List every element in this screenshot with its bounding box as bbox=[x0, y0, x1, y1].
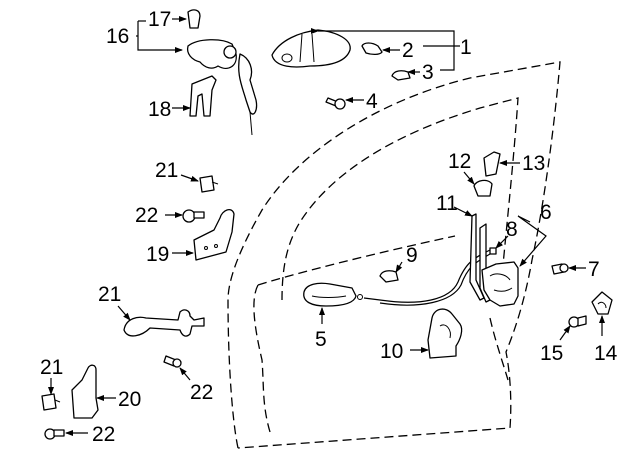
callout-label-5: 5 bbox=[315, 328, 327, 351]
callout-label-7: 7 bbox=[588, 258, 600, 281]
callout-9: 9 bbox=[395, 244, 418, 273]
lock-knob-part bbox=[483, 151, 501, 177]
callout-12: 12 bbox=[448, 150, 475, 185]
callout-label-20: 20 bbox=[118, 388, 141, 411]
lock-screw-part bbox=[551, 263, 569, 275]
handle-bolt-part bbox=[325, 97, 346, 110]
callout-label-22b: 22 bbox=[92, 423, 115, 446]
callout-6: 6 bbox=[517, 201, 552, 267]
callout-label-6: 6 bbox=[540, 201, 552, 224]
lower-hinge-part bbox=[71, 364, 99, 419]
callout-label-4: 4 bbox=[366, 90, 378, 113]
callout-13: 13 bbox=[499, 152, 545, 175]
handle-pad-part bbox=[391, 70, 411, 81]
callout-label-15: 15 bbox=[540, 342, 563, 365]
callout-21b: 21 bbox=[40, 356, 63, 395]
hinge-nut-lower-part bbox=[44, 428, 65, 440]
callout-label-18: 18 bbox=[148, 98, 171, 121]
callout-5: 5 bbox=[315, 307, 327, 351]
callout-1: 1 bbox=[311, 28, 472, 71]
callout-8: 8 bbox=[495, 218, 518, 249]
callout-15: 15 bbox=[540, 325, 571, 365]
callout-4: 4 bbox=[345, 90, 378, 113]
hinge-bolt-upper-part bbox=[199, 175, 219, 193]
cable-clip-part bbox=[489, 247, 497, 255]
lock-cover-part bbox=[427, 308, 463, 359]
handle-cap-part bbox=[361, 42, 383, 56]
callout-21a: 21 bbox=[155, 159, 199, 182]
callout-17: 17 bbox=[148, 8, 187, 31]
callout-20: 20 bbox=[96, 388, 141, 411]
callout-label-24: 22 bbox=[190, 381, 213, 404]
callout-7: 7 bbox=[568, 258, 600, 281]
callout-label-11: 11 bbox=[436, 192, 458, 215]
callout-label-10: 10 bbox=[380, 340, 403, 363]
cylinder-clip-part bbox=[187, 9, 201, 29]
callout-10: 10 bbox=[380, 340, 429, 363]
striker-part bbox=[591, 291, 613, 315]
callout-22a: 22 bbox=[135, 204, 183, 227]
callout-label-21b: 21 bbox=[40, 356, 63, 379]
callout-3: 3 bbox=[407, 61, 434, 84]
callout-23: 21 bbox=[98, 283, 131, 321]
callout-label-14: 14 bbox=[594, 342, 618, 365]
inside-handle-part bbox=[303, 282, 363, 307]
callout-label-19: 19 bbox=[146, 243, 169, 266]
callout-label-16: 16 bbox=[106, 25, 129, 48]
lock-actuator-part bbox=[481, 261, 519, 307]
check-bolt-part bbox=[163, 355, 182, 368]
callout-label-9: 9 bbox=[406, 244, 418, 267]
outside-handle-part bbox=[271, 29, 351, 68]
hinge-bolt-lower-part bbox=[41, 393, 61, 411]
callout-label-2: 2 bbox=[402, 39, 414, 62]
lock-cylinder-part bbox=[186, 39, 258, 136]
callout-24: 22 bbox=[179, 367, 213, 404]
cylinder-retainer-part bbox=[189, 75, 217, 117]
callout-18: 18 bbox=[148, 98, 191, 121]
callout-16: 16 bbox=[106, 20, 183, 53]
upper-hinge-part bbox=[193, 208, 235, 261]
door-check-part bbox=[123, 309, 205, 337]
callout-label-17: 17 bbox=[148, 8, 171, 31]
callout-label-12: 12 bbox=[448, 150, 471, 173]
striker-screw-part bbox=[568, 315, 587, 328]
callout-label-22a: 22 bbox=[135, 204, 158, 227]
callout-label-23: 21 bbox=[98, 283, 121, 306]
callout-label-8: 8 bbox=[506, 218, 518, 241]
rod-clip-part bbox=[473, 179, 493, 197]
callout-label-21a: 21 bbox=[155, 159, 178, 182]
callout-label-1: 1 bbox=[460, 36, 472, 59]
callout-14: 14 bbox=[594, 315, 618, 365]
door-outline bbox=[227, 61, 561, 449]
callout-22b: 22 bbox=[65, 423, 115, 446]
callout-11: 11 bbox=[436, 192, 473, 217]
callout-label-13: 13 bbox=[522, 152, 545, 175]
bezel-clip-part bbox=[379, 270, 399, 283]
hinge-nut-upper-part bbox=[182, 209, 205, 223]
callout-label-3: 3 bbox=[422, 61, 434, 84]
callout-2: 2 bbox=[382, 39, 414, 62]
callout-19: 19 bbox=[146, 243, 194, 266]
